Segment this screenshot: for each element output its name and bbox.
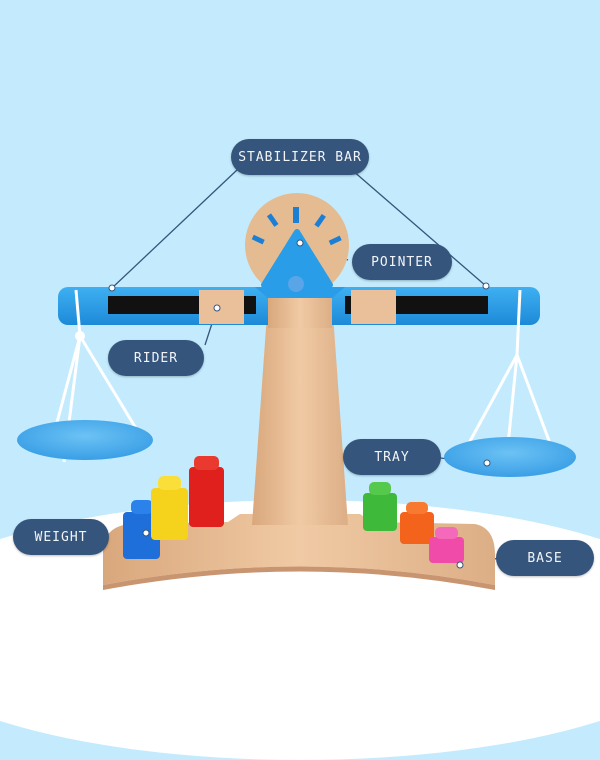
weight-pink [429, 527, 464, 569]
pointer-dial [245, 193, 349, 297]
weight-orange [400, 502, 434, 544]
weight-blue [123, 500, 160, 559]
pillar [252, 300, 348, 525]
label-rider: RIDER [108, 340, 204, 376]
stabilizer-bar-illustration [58, 276, 540, 328]
base-illustration [103, 514, 495, 590]
label-base: BASE [496, 540, 594, 576]
weight-yellow [151, 476, 188, 540]
label-weight: WEIGHT [13, 519, 109, 555]
weights [123, 456, 464, 569]
weight-green [363, 482, 397, 531]
label-pointer: POINTER [352, 244, 452, 280]
label-stabilizer-bar: STABILIZER BAR [231, 139, 369, 175]
diagram-stage: STABILIZER BAR POINTER RIDER TRAY WEIGHT… [0, 139, 600, 760]
right-tray [444, 289, 576, 477]
label-tray: TRAY [343, 439, 441, 475]
balance-scale-illustration [17, 169, 576, 590]
left-tray [17, 289, 153, 463]
weight-red [189, 456, 224, 527]
